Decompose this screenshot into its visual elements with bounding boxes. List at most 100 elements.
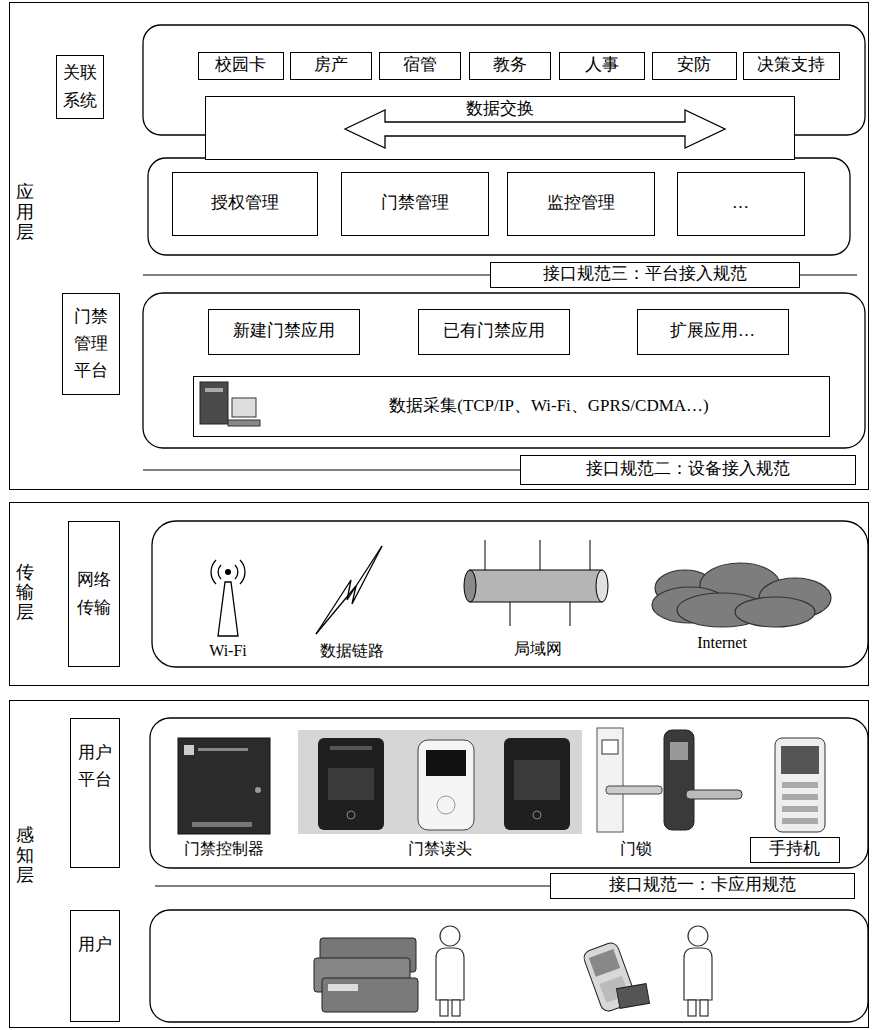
group-frames: [143, 25, 868, 1022]
icon-label: Wi-Fi: [207, 641, 249, 660]
server-monitor: [232, 398, 256, 417]
card-icons: [314, 938, 418, 1012]
interface-line: [143, 469, 520, 470]
person-figure: [436, 926, 464, 1016]
handheld-keys: [782, 794, 818, 800]
node-text: 门禁管理: [379, 193, 451, 213]
phone-icon: [582, 941, 650, 1013]
lock-plate: [597, 728, 623, 832]
node-text: 数据采集(TCP/IP、Wi-Fi、GPRS/CDMA…): [387, 396, 711, 416]
data-collection-box: 数据采集(TCP/IP、Wi-Fi、GPRS/CDMA…): [193, 376, 830, 437]
card-stripe: [328, 984, 358, 991]
bolt-line: [316, 546, 382, 634]
node-text: 接口规范三：平台接入规范: [541, 264, 749, 284]
node-text: 房产: [312, 55, 350, 75]
person-body: [684, 948, 712, 1000]
lock-handle: [606, 786, 662, 794]
system-box: 校园卡: [198, 52, 284, 80]
group-label-box: 门禁管理平台: [62, 293, 120, 395]
system-box: 宿管: [379, 52, 461, 80]
group-label-box: 关联系统: [56, 55, 104, 119]
interface-box: 接口规范二：设备接入规范: [520, 455, 856, 485]
node-text: 决策支持: [755, 55, 827, 75]
lan-drop: [590, 540, 591, 570]
node-text: 用户平台: [77, 739, 113, 793]
icon-label: 门锁: [618, 839, 654, 858]
layer-band: 应用层关联系统校园卡房产宿管教务人事安防决策支持数据交换授权管理门禁管理监控管理…: [9, 2, 869, 490]
reader-keypad: [514, 760, 560, 800]
group-frame: [148, 158, 850, 255]
person-leg: [700, 1000, 708, 1016]
handheld-screen: [781, 746, 819, 774]
function-box: …: [677, 172, 805, 236]
group-frame: [143, 293, 865, 448]
server-icon: [200, 382, 260, 426]
exchange-box: 数据交换: [205, 96, 795, 160]
lan-pipe: [470, 570, 602, 602]
sim-card: [616, 984, 649, 1009]
person-figure: [684, 926, 712, 1016]
server-tower: [200, 382, 228, 424]
controller-lamp: [255, 787, 261, 793]
reader-mark: [437, 796, 455, 814]
person-leg: [688, 1000, 696, 1016]
controller-icon: [178, 738, 270, 834]
icon-label: 门禁控制器: [182, 839, 266, 858]
node-text: 用户: [78, 931, 112, 958]
interface-line: [155, 885, 550, 886]
node-text: 校园卡: [213, 55, 268, 75]
layer-band: 传输层网络传输: [9, 502, 869, 686]
function-box: 授权管理: [172, 172, 318, 236]
group-frame: [150, 718, 868, 868]
interface-line: [800, 274, 857, 275]
icon-label: 局域网: [512, 639, 564, 658]
device-label-box: 手持机: [750, 837, 840, 863]
node-text: 人事: [583, 55, 621, 75]
reader-keypad: [328, 768, 374, 800]
node-text: 网络传输: [75, 566, 113, 620]
node-text: 手持机: [767, 839, 822, 859]
node-text: 监控管理: [545, 193, 617, 213]
interface-box: 接口规范三：平台接入规范: [490, 262, 800, 288]
antenna-body: [218, 582, 238, 636]
lock-slot: [602, 740, 618, 754]
person-body: [436, 948, 464, 1000]
group-label-box: 用户平台: [70, 718, 120, 868]
system-box: 人事: [559, 52, 645, 80]
group-label-box: 网络传输: [68, 521, 120, 667]
system-box: 教务: [469, 52, 551, 80]
reader-mark: [533, 811, 541, 819]
system-box: 安防: [652, 52, 737, 80]
group-label-box: 用户: [70, 910, 120, 1022]
server-slot: [205, 388, 223, 392]
controller-tag: [192, 822, 252, 827]
handheld-keys: [782, 782, 818, 788]
node-text: 安防: [675, 55, 713, 75]
interface-box: 接口规范一：卡应用规范: [550, 873, 855, 899]
node-text: 关联系统: [62, 59, 98, 113]
lan-drop: [540, 540, 541, 570]
person-head: [688, 926, 708, 946]
handheld-icon: [775, 738, 825, 832]
node-text: 数据交换: [464, 99, 536, 119]
icon-label: 数据链路: [318, 641, 386, 660]
node-text: 授权管理: [209, 193, 281, 213]
reader-mark: [347, 811, 355, 819]
system-box: 房产: [290, 52, 372, 80]
handheld-keys: [782, 818, 818, 824]
node-text: 已有门禁应用: [441, 321, 547, 341]
pipe-end: [596, 570, 608, 602]
application-box: 新建门禁应用: [208, 309, 360, 355]
server-keyboard: [228, 420, 260, 426]
lock-plate: [664, 730, 694, 830]
person-leg: [452, 1000, 460, 1016]
cloud-puff: [735, 597, 815, 627]
reader-ground: [298, 730, 582, 834]
pipe-end: [464, 570, 476, 602]
node-text: 接口规范一：卡应用规范: [607, 875, 798, 895]
node-text: 教务: [491, 55, 529, 75]
icon-label: Internet: [695, 633, 749, 652]
wifi-icon: [211, 560, 245, 636]
reader-strip: [330, 746, 372, 750]
handheld-keys: [782, 806, 818, 812]
